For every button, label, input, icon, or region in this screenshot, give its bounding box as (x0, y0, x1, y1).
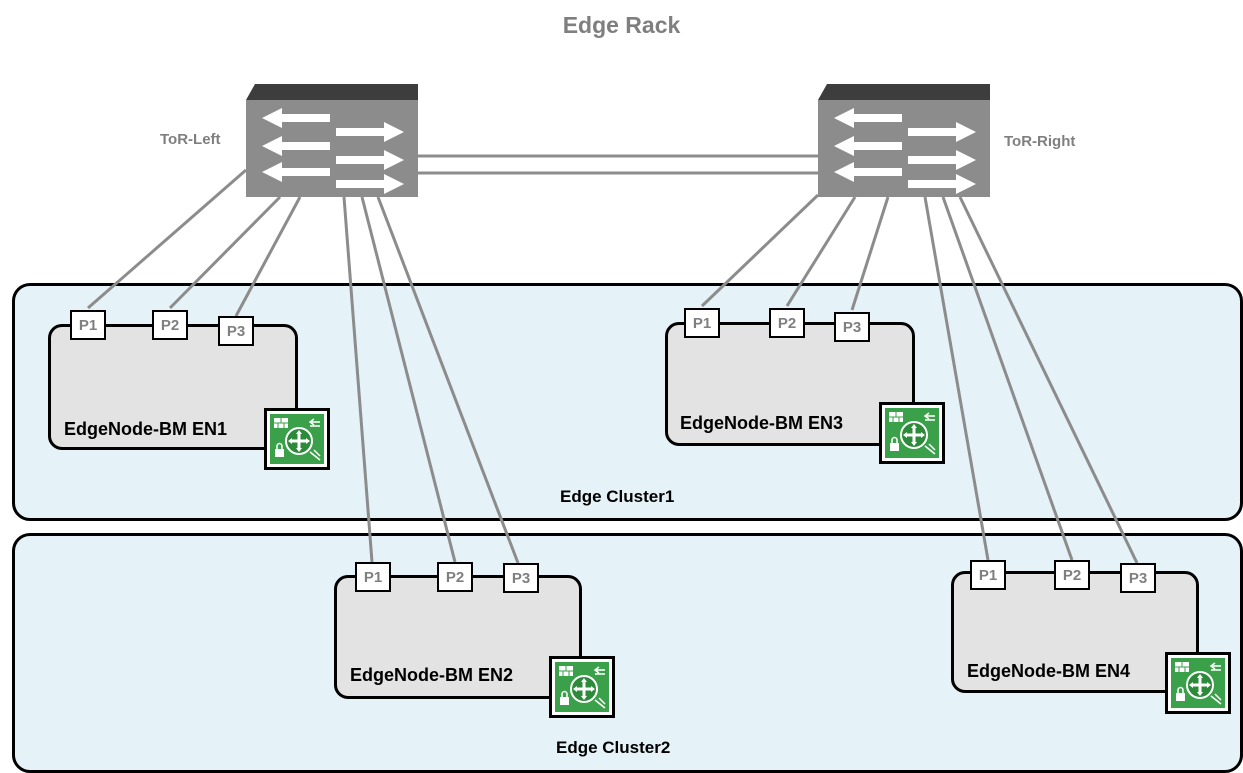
link-en2-p2 (360, 196, 457, 563)
port-p3: P3 (218, 316, 254, 346)
port-p1: P1 (355, 562, 391, 592)
cluster-label: Edge Cluster2 (556, 738, 671, 757)
link-en4-p2 (941, 196, 1074, 561)
link-en1-p2 (168, 195, 282, 310)
tor-right-label: ToR-Right (1004, 133, 1076, 150)
edge-services-icon (549, 656, 615, 718)
port-p2: P2 (769, 308, 805, 338)
link-en1-p1 (87, 168, 247, 310)
edge-node-label: EdgeNode-BM EN2 (350, 665, 514, 685)
edge-services-icon (879, 402, 945, 464)
edge-services-icon (264, 408, 330, 470)
port-p3: P3 (834, 312, 870, 342)
port-p2: P2 (1054, 560, 1090, 590)
link-en3-p2 (785, 196, 857, 307)
port-p2: P2 (437, 562, 473, 592)
port-p2: P2 (152, 310, 188, 340)
edge-node-label: EdgeNode-BM EN3 (680, 413, 844, 433)
edge-node-en3[interactable] (665, 322, 915, 446)
port-p3: P3 (1120, 563, 1156, 593)
edge-node-en2[interactable] (334, 575, 582, 699)
edge-node-en1[interactable] (48, 324, 298, 450)
link-en4-p3 (958, 196, 1139, 564)
link-en2-p1 (342, 196, 374, 563)
port-p1: P1 (970, 560, 1006, 590)
edge-node-label: EdgeNode-BM EN1 (64, 419, 228, 439)
edge-node-label: EdgeNode-BM EN4 (967, 661, 1131, 681)
link-en4-p1 (923, 196, 990, 561)
cluster-label: Edge Cluster1 (560, 487, 675, 506)
diagram-title: Edge Rack (562, 12, 681, 38)
tor-left-label: ToR-Left (160, 131, 221, 148)
link-en3-p1 (700, 193, 820, 308)
network-switch-icon-left (246, 84, 418, 197)
port-p1: P1 (70, 310, 106, 340)
network-switch-icon-right (818, 84, 990, 197)
port-p1: P1 (684, 308, 720, 338)
link-en2-p3 (376, 196, 520, 564)
link-en3-p3 (850, 196, 890, 311)
port-p3: P3 (503, 563, 539, 593)
link-en1-p3 (234, 196, 302, 317)
edge-services-icon (1165, 652, 1231, 714)
